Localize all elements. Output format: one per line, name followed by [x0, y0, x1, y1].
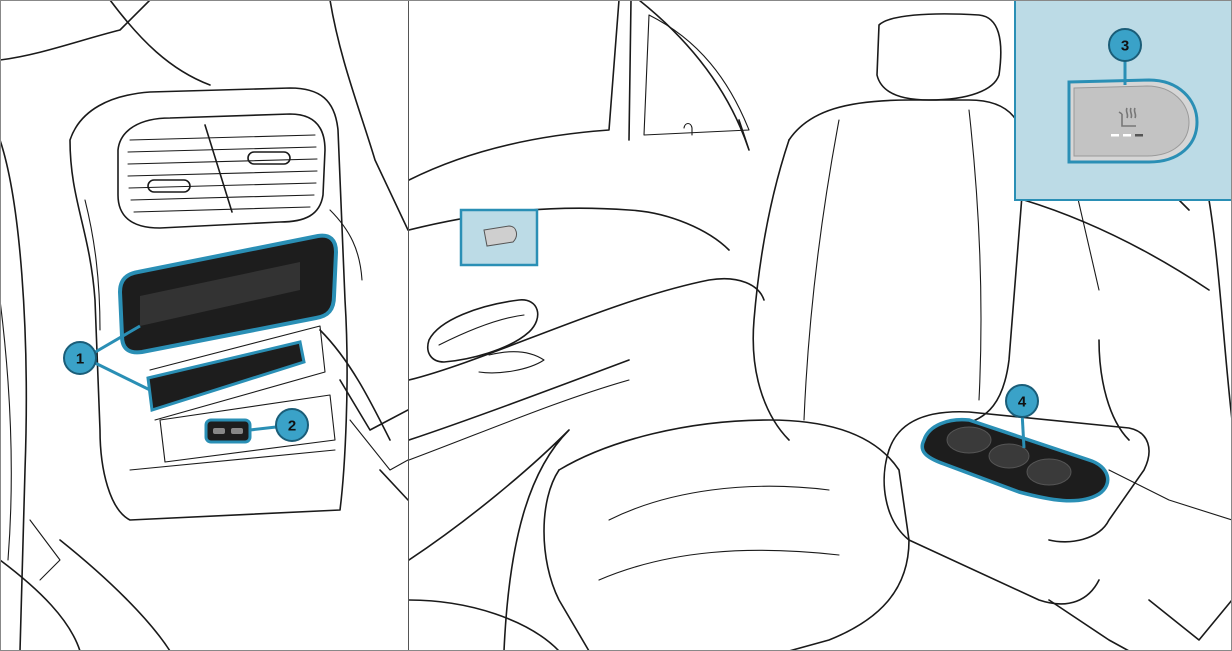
callout-1: 1: [64, 342, 96, 374]
rear-console-drawing: 1 2: [0, 0, 408, 651]
callout-3: 3: [1109, 29, 1141, 61]
callout-2: 2: [276, 409, 308, 441]
usb-c-sockets: [206, 420, 250, 442]
rear-seat-drawing: 4 3: [409, 0, 1232, 651]
svg-text:2: 2: [288, 418, 296, 435]
callout-4: 4: [1006, 385, 1038, 417]
seat-heating-inset: 3: [1015, 0, 1232, 200]
rear-console-illustration: 1 2: [0, 0, 408, 651]
rear-seat-illustration: 4 3: [409, 0, 1232, 651]
seat-heating-level-indicator: [1111, 134, 1143, 137]
svg-text:3: 3: [1121, 38, 1129, 55]
svg-text:1: 1: [76, 351, 84, 368]
svg-text:4: 4: [1018, 394, 1027, 411]
